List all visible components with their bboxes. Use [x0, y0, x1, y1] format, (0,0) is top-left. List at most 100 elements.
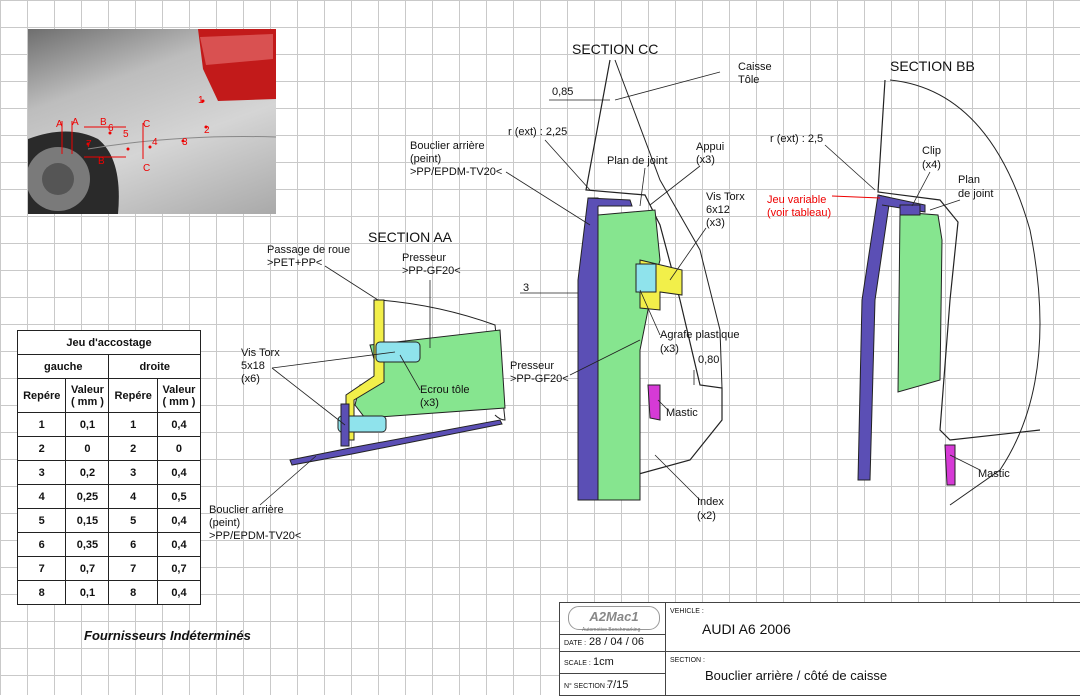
label-vis-torx-cc-size: 6x12	[706, 204, 730, 216]
col-repere-gauche: Repére	[16, 378, 67, 413]
a2mac1-logo: A2Mac1	[568, 606, 660, 630]
label-mastic-bb: Mastic	[978, 468, 1010, 480]
photo-marker: C	[143, 163, 150, 174]
bumper-part-cc	[577, 197, 599, 501]
footer-note: Fournisseurs Indéterminés	[84, 628, 251, 643]
col-valeur-droite: Valeur( mm )	[156, 378, 202, 413]
table-cell-g-rep: 4	[16, 484, 67, 509]
bumper-part	[289, 419, 503, 466]
photo-marker: 4	[152, 137, 158, 148]
label-r-ext-cc: r (ext) : 2,25	[508, 126, 567, 138]
table-cell-d-val: 0,4	[156, 532, 202, 557]
vis-torx-cc-part	[635, 263, 657, 293]
table-cell-g-val: 0,25	[65, 484, 110, 509]
table-cell-d-val: 0,4	[156, 580, 202, 605]
label-index: Index	[697, 496, 724, 508]
label-presseur-aa-mat: >PP-GF20<	[402, 265, 461, 277]
group-droite: droite	[108, 354, 201, 379]
logo-cell: A2Mac1 Automotive Benchmarking	[560, 603, 666, 635]
section-cell: SECTION : Bouclier arrière / côté de cai…	[666, 652, 1080, 696]
photo-marker: A	[72, 117, 79, 128]
label-plan-joint-bb-2: de joint	[958, 188, 993, 200]
date-value: 28 / 04 / 06	[589, 636, 645, 648]
scale-cell: SCALE : 1cm	[560, 652, 666, 674]
label-vis-torx-aa-size: 5x18	[241, 360, 265, 372]
scale-value: 1cm	[593, 656, 614, 668]
photo-marker: 5	[123, 129, 129, 140]
table-cell-g-val: 0,1	[65, 412, 110, 437]
nsection-value: 7/15	[607, 679, 629, 691]
label-bouclier-aa: Bouclier arrière	[209, 504, 284, 516]
label-r-ext-bb: r (ext) : 2,5	[770, 133, 823, 145]
label-jeu-variable-note: (voir tableau)	[767, 207, 831, 219]
ecrou-tole-part	[375, 341, 421, 363]
vis-torx-part	[337, 415, 387, 433]
photo-marker: 7	[86, 139, 92, 150]
section-bb-title: SECTION BB	[890, 58, 975, 74]
label-clip-qty: (x4)	[922, 159, 941, 171]
label-bouclier-cc-paint: (peint)	[410, 153, 441, 165]
section-aa-title: SECTION AA	[368, 229, 453, 245]
label-presseur-aa: Presseur	[402, 252, 446, 264]
label-appui-qty: (x3)	[696, 154, 715, 166]
section-cc: SECTION CC 0,85 Caiss	[410, 41, 772, 522]
section-aa: SECTION AA Passage de roue >PET+PP< Pres…	[209, 229, 506, 542]
photo-marker: 3	[182, 137, 188, 148]
photo-marker: C	[143, 119, 150, 130]
label-presseur-cc: Presseur	[510, 360, 554, 372]
table-cell-d-rep: 3	[108, 460, 158, 485]
dim-080: 0,80	[698, 354, 719, 366]
table-cell-d-rep: 1	[108, 412, 158, 437]
photo-marker: 2	[204, 125, 210, 136]
mastic-part-bb	[944, 444, 956, 486]
table-cell-g-rep: 6	[16, 532, 67, 557]
date-cell: DATE : 28 / 04 / 06	[560, 635, 666, 652]
label-mastic-cc: Mastic	[666, 407, 698, 419]
label-vis-torx-cc: Vis Torx	[706, 191, 745, 203]
table-cell-g-rep: 5	[16, 508, 67, 533]
section-cc-title: SECTION CC	[572, 41, 658, 57]
label-ecrou-tole: Ecrou tôle	[420, 384, 470, 396]
col-repere-droite: Repére	[108, 378, 158, 413]
section-bb: SECTION BB r (ext) : 2,5 Clip (x4) Plan …	[767, 58, 1041, 506]
table-cell-g-val: 0,35	[65, 532, 110, 557]
jeu-accostage-table: Jeu d'accostage gauche droite Repére Val…	[16, 330, 202, 605]
label-bouclier-cc: Bouclier arrière	[410, 140, 485, 152]
table-cell-d-rep: 5	[108, 508, 158, 533]
table-cell-d-val: 0,7	[156, 556, 202, 581]
label-plan-joint-bb: Plan	[958, 174, 980, 186]
label-vis-torx-aa: Vis Torx	[241, 347, 280, 359]
dim-3: 3	[523, 282, 529, 294]
table-cell-d-rep: 4	[108, 484, 158, 509]
bumper-part-bb	[857, 194, 891, 481]
label-bouclier-aa-mat: >PP/EPDM-TV20<	[209, 530, 301, 542]
table-cell-d-rep: 6	[108, 532, 158, 557]
table-cell-g-rep: 8	[16, 580, 67, 605]
label-tole: Tôle	[738, 74, 759, 86]
label-passage-roue: Passage de roue	[267, 244, 350, 256]
vehicle-cell: VEHICLE : AUDI A6 2006	[666, 603, 1080, 652]
table-cell-g-rep: 1	[16, 412, 67, 437]
table-cell-g-val: 0,1	[65, 580, 110, 605]
col-valeur-gauche: Valeur( mm )	[65, 378, 110, 413]
mastic-part-cc	[647, 384, 661, 421]
table-cell-d-val: 0,4	[156, 412, 202, 437]
title-block: A2Mac1 Automotive Benchmarking VEHICLE :…	[559, 602, 1080, 696]
vehicle-photo: A A B B C C 1 2 3 4 5 6 7	[28, 29, 276, 214]
label-caisse: Caisse	[738, 61, 772, 73]
label-bouclier-aa-paint: (peint)	[209, 517, 240, 529]
label-agrafe: Agrafe plastique	[660, 329, 740, 341]
table-cell-g-val: 0,2	[65, 460, 110, 485]
table-cell-g-val: 0,15	[65, 508, 110, 533]
label-clip: Clip	[922, 145, 941, 157]
wheel-liner-part	[345, 299, 385, 441]
table-cell-d-rep: 2	[108, 436, 158, 461]
label-appui: Appui	[696, 141, 724, 153]
